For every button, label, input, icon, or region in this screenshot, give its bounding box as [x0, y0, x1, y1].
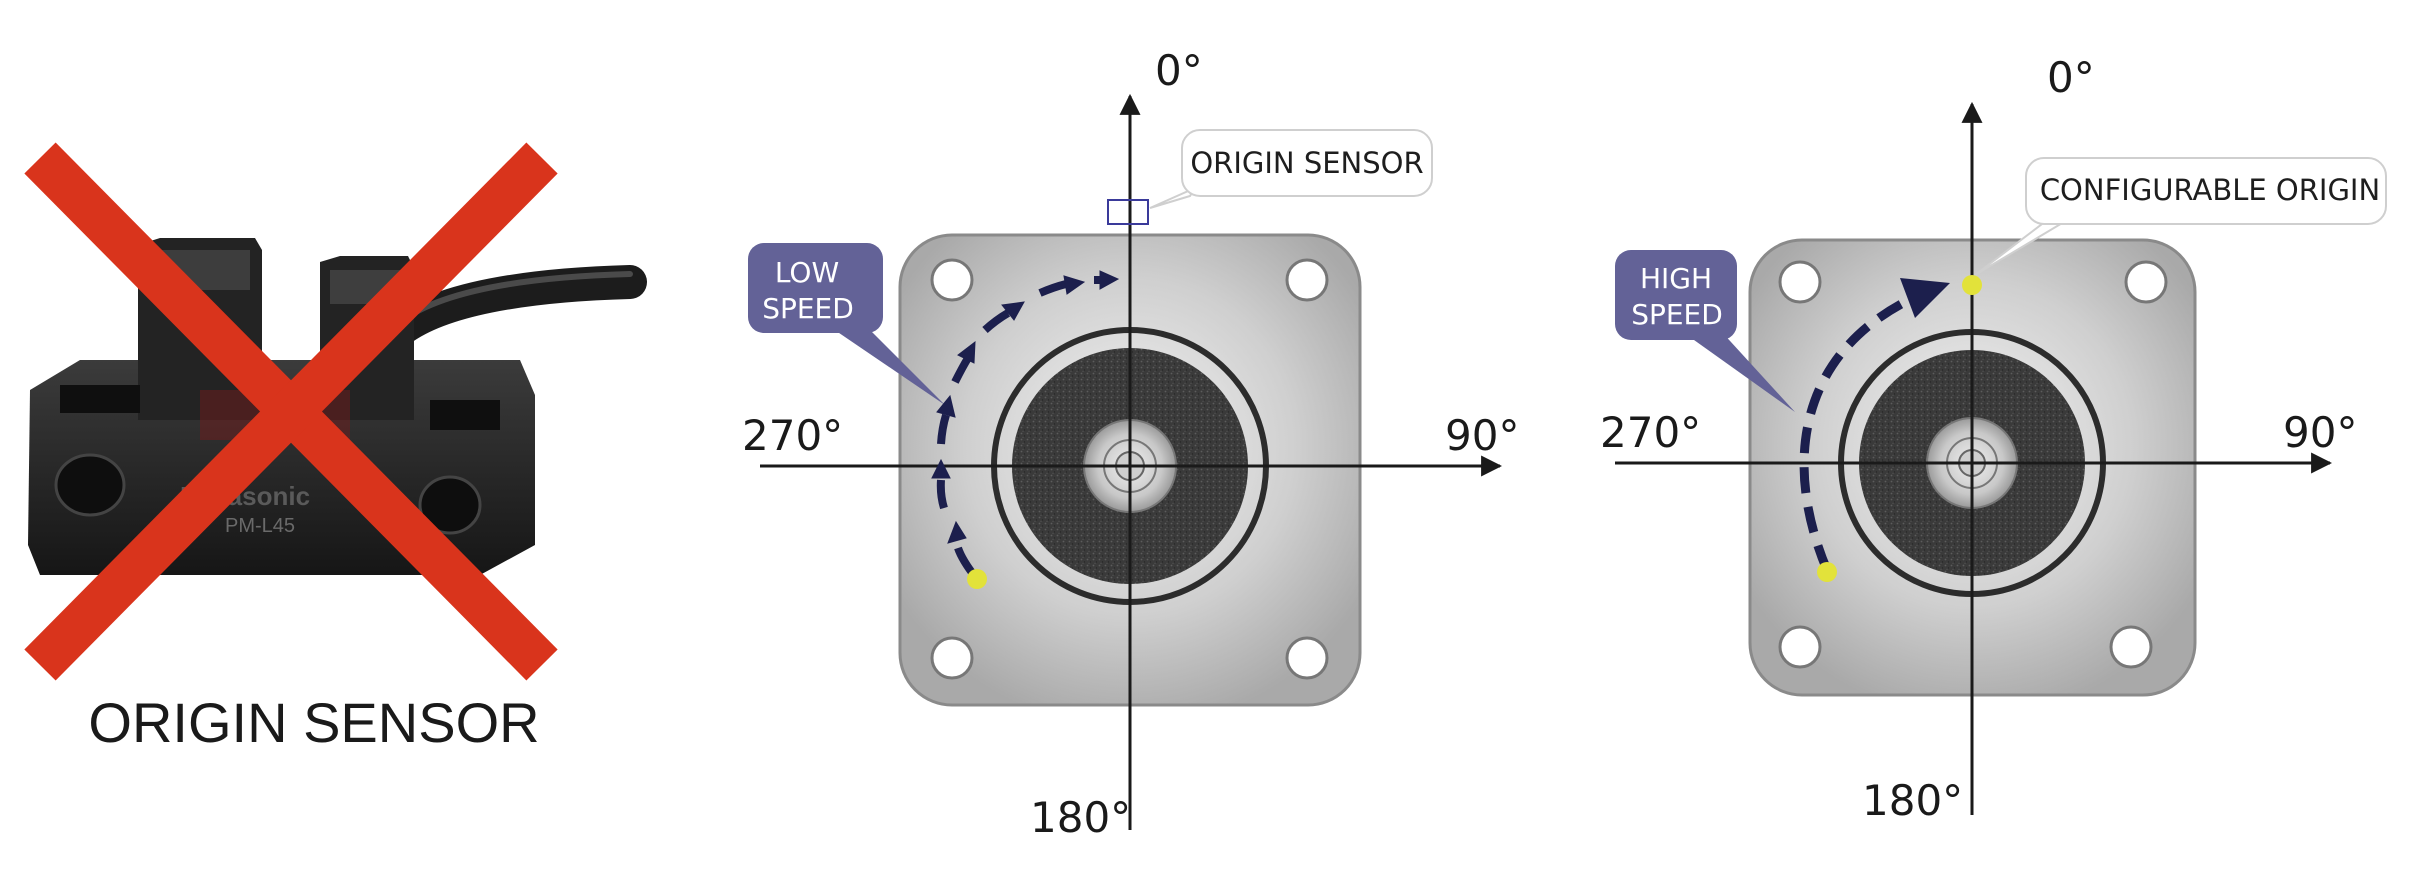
sensor-model: PM-L45 [225, 515, 295, 537]
high-speed-rotation-arrow [1799, 278, 1950, 572]
angle-270-label: 270° [742, 411, 843, 460]
configurable-origin-callout-text: CONFIGURABLE ORIGIN [2040, 173, 2380, 207]
low-speed-label-line1: LOW [775, 256, 839, 289]
low-speed-bubble: LOW SPEED [748, 243, 945, 405]
photo-sensor-icon: Panasonic PM-L45 [28, 238, 647, 575]
angle-180-label: 180° [1030, 793, 1131, 842]
low-speed-label-line2: SPEED [762, 292, 854, 325]
angle-270-label: 270° [1600, 408, 1701, 457]
high-speed-label-line1: HIGH [1640, 262, 1712, 295]
angle-90-label: 90° [1445, 411, 1519, 460]
low-speed-panel: 0° 90° 180° 270° ORIGIN SENSOR LOW SPEED [742, 46, 1519, 842]
origin-sensor-marker [1107, 199, 1149, 225]
origin-sensor-caption: ORIGIN SENSOR [88, 691, 539, 754]
configurable-origin-callout: CONFIGURABLE ORIGIN [1974, 157, 2387, 276]
high-speed-bubble: HIGH SPEED [1615, 250, 1795, 412]
configurable-origin-dot [1962, 275, 1982, 295]
angle-0-label: 0° [2047, 53, 2095, 102]
origin-sensor-callout-text: ORIGIN SENSOR [1190, 146, 1423, 180]
origin-sensor-callout: ORIGIN SENSOR [1149, 129, 1433, 209]
angle-0-label: 0° [1155, 46, 1203, 95]
origin-sensor-panel: Panasonic PM-L45 ORIGIN SENSOR [24, 142, 647, 754]
cross-out-icon [24, 142, 558, 681]
angle-90-label: 90° [2283, 408, 2357, 457]
start-position-dot [1817, 562, 1837, 582]
high-speed-panel: 0° 90° 180° 270° CONFIGURABLE ORIGIN HIG… [1600, 53, 2387, 825]
high-speed-label-line2: SPEED [1631, 298, 1723, 331]
angle-180-label: 180° [1862, 776, 1963, 825]
start-position-dot [967, 569, 987, 589]
